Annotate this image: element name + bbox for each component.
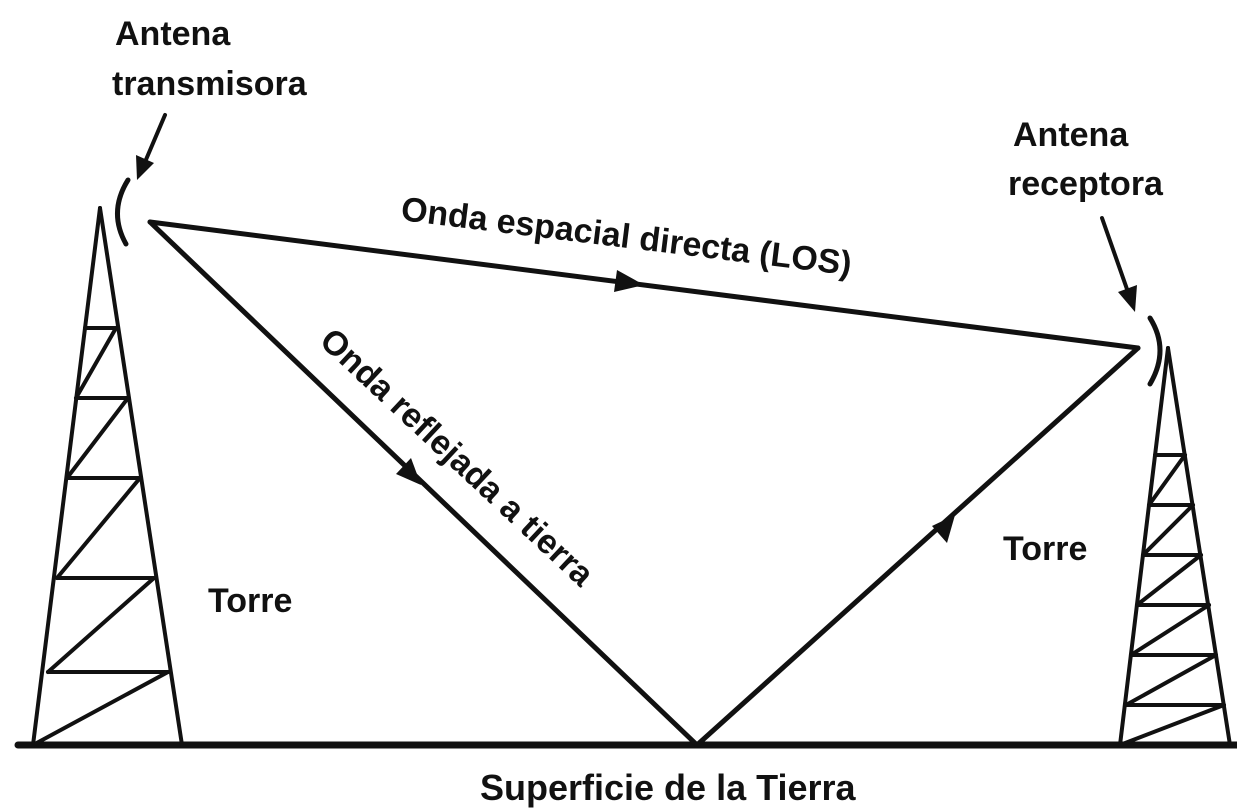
direct-wave-path xyxy=(147,219,1141,351)
receive-antenna xyxy=(1147,315,1163,387)
tower-left xyxy=(31,206,184,747)
tower-right-label: Torre xyxy=(1003,530,1087,568)
rx-antenna-pointer xyxy=(1100,216,1137,312)
direct-wave-label: Onda espacial directa (LOS) xyxy=(399,190,854,283)
ground-label: Superficie de la Tierra xyxy=(480,767,856,808)
rx-antenna-label-line1: Antena xyxy=(1013,116,1129,154)
tx-antenna-label-line1: Antena xyxy=(115,15,231,53)
reflected-wave-outgoing-path xyxy=(694,345,1141,748)
reflected-wave-label: Onda reflejada a tierra xyxy=(313,321,602,594)
tower-left-label: Torre xyxy=(208,582,292,620)
tower-right xyxy=(1118,346,1232,747)
tx-antenna-pointer xyxy=(136,113,167,180)
reflected-wave-incident-path xyxy=(147,219,700,748)
transmit-antenna xyxy=(115,177,131,247)
rx-antenna-label-line2: receptora xyxy=(1008,165,1164,203)
tx-antenna-label-line2: transmisora xyxy=(112,65,308,103)
